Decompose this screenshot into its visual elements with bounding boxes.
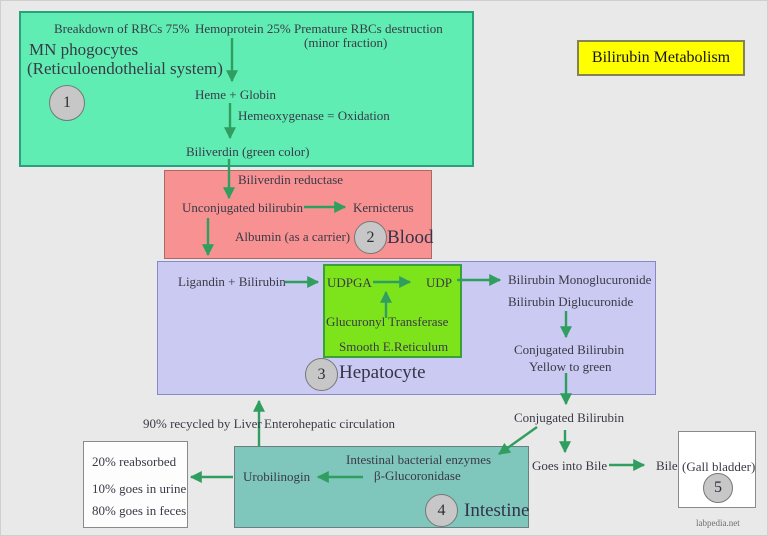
label-heme-globin: Heme + Globin (195, 87, 276, 102)
label-intestinal-bacterial-enzymes: Intestinal bacterial enzymes (346, 452, 492, 467)
label-80-feces: 80% goes in feces (92, 503, 187, 518)
label-udpga: UDPGA (327, 275, 372, 290)
label-glucuronyl-transferase: Glucuronyl Transferase (326, 314, 449, 329)
label-urobilinogen: Urobilinogin (243, 469, 311, 484)
excretion-stats-box (83, 441, 188, 528)
label-enterohepatic-circulation: Enterohepatic circulation (264, 416, 396, 431)
label-hemeoxygenase: Hemeoxygenase = Oxidation (238, 108, 390, 123)
label-smooth-e-reticulum: Smooth E.Reticulum (339, 339, 449, 354)
label-beta-glucuronidase: β-Glucoronidase (374, 468, 461, 483)
label-recycled-by-liver: 90% recycled by Liver (143, 416, 262, 431)
intestine-box-name: Intestine (464, 500, 530, 521)
label-20-reabsorbed: 20% reabsorbed (92, 454, 177, 469)
label-ligandin-bilirubin: Ligandin + Bilirubin (178, 274, 286, 289)
step-1-badge: 1 (49, 85, 85, 121)
arrow-conjugated-to-intestine (498, 426, 538, 455)
step-2-badge: 2 (354, 221, 387, 254)
label-bilirubin-monoglucuronide: Bilirubin Monoglucuronide (508, 272, 652, 287)
label-conjugated-bilirubin-exit: Conjugated Bilirubin (514, 410, 625, 425)
step-4-badge: 4 (425, 494, 458, 527)
label-bilirubin-diglucuronide: Bilirubin Diglucuronide (508, 294, 634, 309)
blood-box-name: Blood (387, 227, 434, 248)
res-box-title: MN phogocytes (29, 40, 139, 59)
hepatocyte-box-name: Hepatocyte (339, 362, 426, 383)
diagram-title: Bilirubin Metabolism (577, 40, 745, 76)
reticuloendothelial-box (19, 11, 474, 167)
label-bile: Bile (656, 458, 678, 473)
label-albumin-carrier: Albumin (as a carrier) (235, 229, 351, 244)
intestine-box (234, 446, 529, 528)
label-gall-bladder: (Gall bladder) (682, 459, 756, 474)
res-box-subtitle: (Reticuloendothelial system) (27, 59, 223, 78)
label-10-urine: 10% goes in urine (92, 481, 187, 496)
label-minor-fraction: (minor fraction) (304, 35, 388, 50)
label-biliverdin-reductase: Biliverdin reductase (238, 172, 344, 187)
label-udp: UDP (426, 275, 453, 290)
step-5-badge: 5 (703, 473, 733, 503)
label-premature-rbcs: Premature RBCs destruction (294, 21, 443, 36)
label-breakdown-rbcs: Breakdown of RBCs 75% (54, 21, 190, 36)
udpga-enzyme-box (323, 264, 462, 358)
label-hemoprotein: Hemoprotein 25% (195, 21, 291, 36)
label-biliverdin: Biliverdin (green color) (186, 144, 310, 159)
step-3-badge: 3 (305, 358, 338, 391)
label-conjugated-bilirubin-hepatocyte: Conjugated Bilirubin (514, 342, 625, 357)
label-kernicterus: Kernicterus (353, 200, 414, 215)
label-unconjugated-bilirubin: Unconjugated bilirubin (182, 200, 303, 215)
gall-bladder-box (678, 431, 756, 508)
label-yellow-to-green: Yellow to green (529, 359, 612, 374)
label-goes-into-bile: Goes into Bile (532, 458, 608, 473)
watermark: labpedia.net (696, 518, 740, 528)
